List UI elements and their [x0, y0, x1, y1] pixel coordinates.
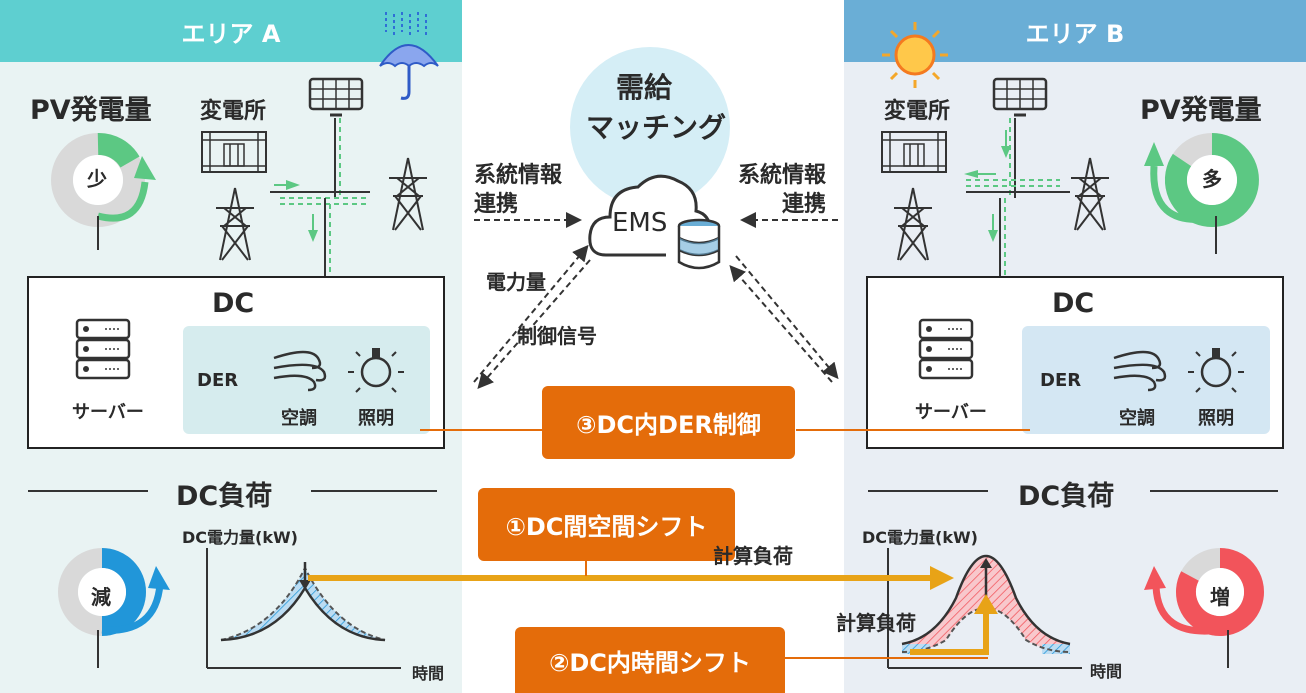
area-b-power-lines [964, 118, 1070, 278]
grid-info-right-2: 連携 [782, 192, 827, 217]
area-a-tower-icon [216, 187, 254, 261]
matching-circle [570, 47, 730, 207]
area-b-chart-xlabel: 時間 [1090, 662, 1123, 681]
area-b-load-title: DC負荷 [1018, 481, 1115, 512]
area-b-divider-right [1150, 490, 1278, 492]
area-a-pv-label: PV発電量 [30, 95, 152, 126]
ems-label: EMS [612, 208, 668, 238]
area-a-server-label: サーバー [72, 402, 144, 423]
area-a-pv-level: 少 [87, 167, 107, 191]
area-b-pv-label: PV発電量 [1140, 95, 1262, 126]
area-a-solar-panel-icon [308, 77, 364, 117]
area-a-substation-icon [201, 131, 267, 173]
space-shift-label: ①DC間空間シフト [505, 513, 708, 541]
area-b-substation-label: 変電所 [884, 99, 951, 124]
area-a-load-title: DC負荷 [176, 481, 273, 512]
area-b-server-label: サーバー [915, 402, 987, 423]
area-b-air-conditioner-icon [1113, 350, 1167, 392]
area-b-server-icon [918, 318, 974, 380]
area-a-chart-ylabel: DC電力量(kW) [182, 528, 298, 547]
area-b-substation-icon [881, 131, 947, 173]
area-b-ac-label: 空調 [1119, 408, 1155, 429]
area-b-der-label: DER [1040, 370, 1082, 391]
area-b-pv-level: 多 [1202, 167, 1222, 191]
area-a-server-icon [75, 318, 131, 380]
database-icon [677, 218, 721, 270]
area-b-light-label: 照明 [1198, 408, 1234, 429]
der-control-connector [420, 429, 1030, 431]
area-a-load-donut [58, 548, 170, 668]
area-b-tower-icon [894, 187, 932, 261]
area-a-air-conditioner-icon [273, 350, 327, 392]
area-b-light-bulb-icon [1188, 348, 1244, 393]
area-a-ac-label: 空調 [281, 408, 317, 429]
area-a-tower-icon-2 [389, 157, 427, 231]
area-a-der-label: DER [197, 370, 239, 391]
area-b-pv-donut [1144, 133, 1259, 254]
area-b-load-donut [1144, 548, 1264, 668]
area-b-solar-panel-icon [992, 77, 1048, 117]
sun-icon [882, 22, 948, 88]
matching-line2: マッチング [586, 111, 727, 144]
area-b-tower-icon-2 [1071, 157, 1109, 231]
area-b-title: エリア B [1025, 19, 1125, 48]
area-a-dc-label: DC [212, 288, 255, 319]
ems-arrows [473, 212, 839, 390]
area-b-load-level: 増 [1210, 585, 1230, 609]
area-a-divider-right [311, 490, 437, 492]
area-a-load-level: 減 [91, 585, 111, 609]
grid-info-left-2: 連携 [474, 192, 519, 217]
area-b-divider-left [868, 490, 988, 492]
area-a-title: エリア A [181, 19, 281, 48]
compute-load-label-center: 計算負荷 [713, 544, 793, 568]
area-b-dc-label: DC [1052, 288, 1095, 319]
space-shift-label-box: ①DC間空間シフト [478, 488, 735, 561]
space-shift-arrow [308, 560, 954, 590]
area-a-light-bulb-icon [348, 348, 404, 393]
time-shift-label-box: ②DC内時間シフト [515, 627, 785, 693]
area-a-power-lines [270, 118, 370, 278]
power-label: 電力量 [486, 270, 546, 294]
area-b-chart-ylabel: DC電力量(kW) [862, 528, 978, 547]
der-control-label-box: ③DC内DER制御 [542, 386, 795, 459]
umbrella-rain-icon [379, 12, 439, 100]
time-shift-label: ②DC内時間シフト [549, 648, 751, 677]
area-a-pv-donut [51, 133, 156, 250]
grid-info-left-1: 系統情報 [474, 163, 563, 188]
area-a-divider-left [28, 490, 148, 492]
matching-line1: 需給 [616, 71, 673, 104]
area-a-substation-label: 変電所 [200, 99, 267, 124]
der-control-label: ③DC内DER制御 [576, 411, 761, 439]
area-a-chart-xlabel: 時間 [412, 664, 445, 683]
area-a-light-label: 照明 [358, 408, 394, 429]
area-a-load-chart [206, 548, 401, 669]
grid-info-right-1: 系統情報 [738, 163, 827, 188]
time-shift-arrow [782, 594, 998, 659]
area-b-compute-load-label: 計算負荷 [836, 611, 916, 635]
